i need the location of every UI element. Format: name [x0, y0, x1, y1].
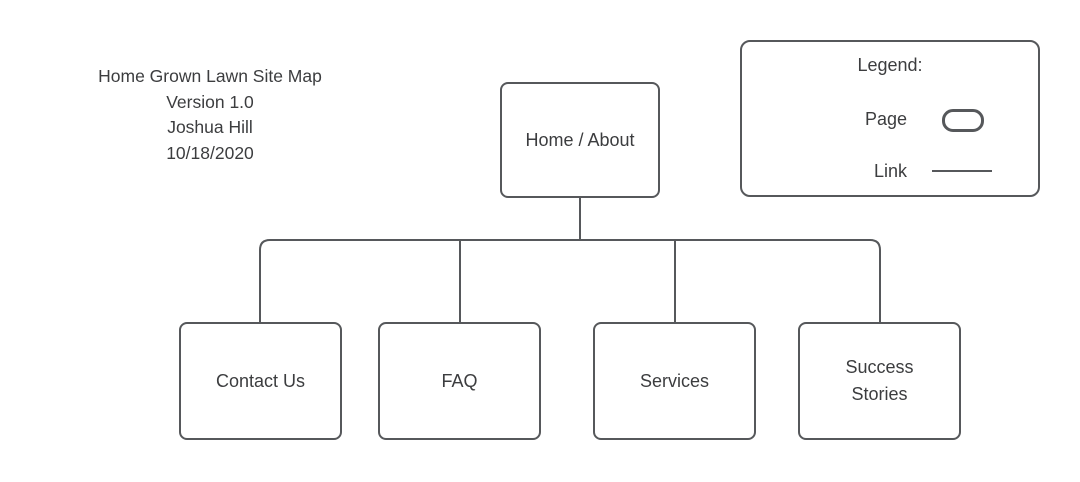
- node-label: Services: [639, 370, 710, 391]
- title-line-date: 10/18/2020: [166, 142, 254, 163]
- node-label: FAQ: [441, 370, 478, 391]
- title-line-name: Home Grown Lawn Site Map: [98, 66, 322, 86]
- link-line-icon: [932, 170, 992, 172]
- node-label: Home / About: [525, 129, 635, 150]
- link-bar-with-end-drops: [259, 239, 881, 322]
- page-shape-icon: [942, 109, 984, 132]
- node-success-stories: Success Stories: [798, 322, 961, 440]
- node-label: Success Stories: [845, 357, 914, 404]
- title-line-version: Version 1.0: [166, 91, 254, 112]
- legend-page-label: Page: [865, 109, 908, 129]
- node-faq: FAQ: [378, 322, 541, 440]
- node-services: Services: [593, 322, 756, 440]
- node-contact-us: Contact Us: [179, 322, 342, 440]
- legend-box: Legend: Page Link: [740, 40, 1040, 197]
- title-line-author: Joshua Hill: [167, 117, 253, 137]
- legend-link-label: Link: [874, 161, 908, 181]
- node-label: Contact Us: [215, 370, 306, 391]
- title-block: Home Grown Lawn Site Map Version 1.0 Jos…: [60, 64, 360, 166]
- legend-title: Legend:: [857, 55, 923, 75]
- node-home-about: Home / About: [500, 82, 660, 198]
